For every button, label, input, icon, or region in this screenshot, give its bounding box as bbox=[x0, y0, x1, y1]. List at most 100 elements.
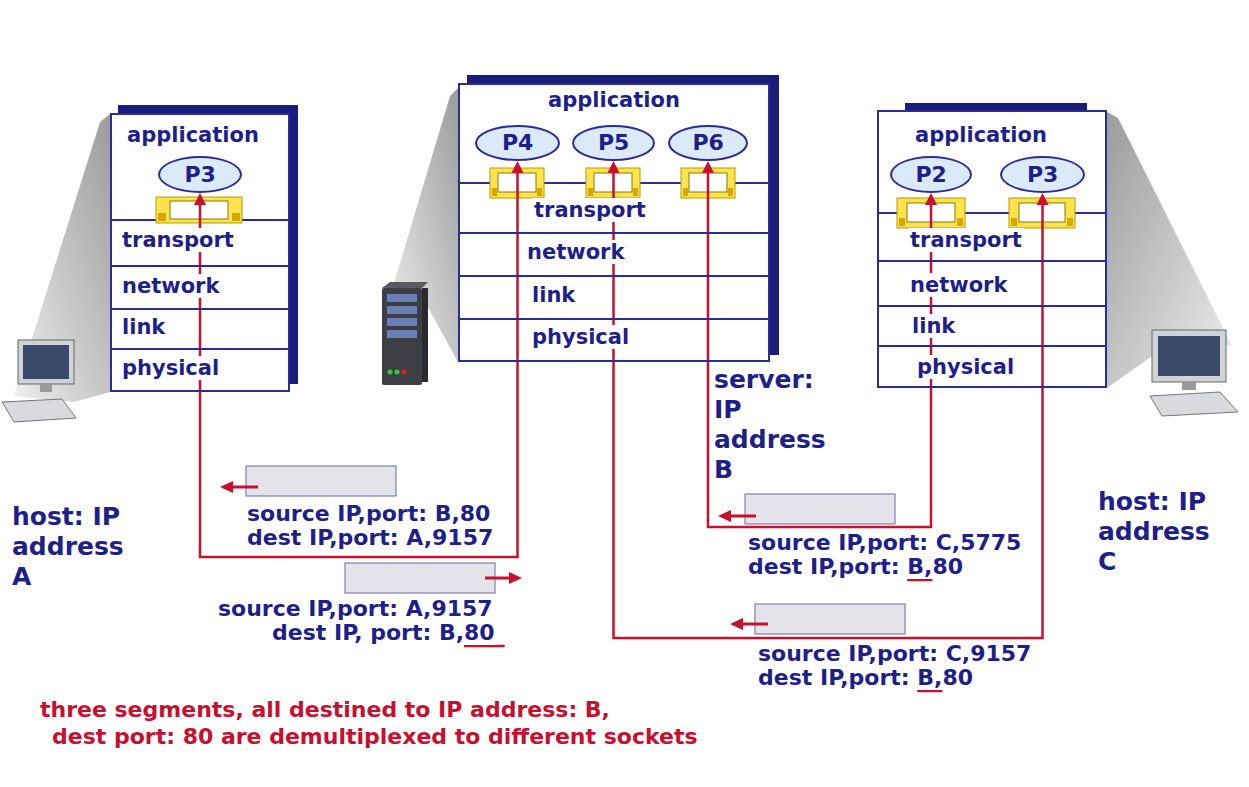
protocol-layer: transport bbox=[110, 220, 290, 267]
layer-name: transport bbox=[908, 228, 1024, 252]
server-top bbox=[382, 282, 428, 288]
server-body bbox=[382, 288, 422, 385]
server-bay bbox=[387, 330, 417, 338]
process-oval: P6 bbox=[668, 125, 748, 161]
arrow-head bbox=[512, 161, 524, 173]
host-address-label: host: IP address C bbox=[1098, 487, 1218, 577]
computer-icon bbox=[2, 340, 76, 422]
segment-box bbox=[745, 494, 895, 524]
process-oval: P5 bbox=[572, 125, 655, 161]
segment-header: source IP,port: B,80 bbox=[247, 502, 490, 526]
protocol-layer: applicationP4 P5 P6 bbox=[458, 83, 770, 183]
server-bay bbox=[387, 294, 417, 302]
protocol-layer: physical bbox=[458, 318, 770, 362]
protocol-layer: link bbox=[110, 308, 290, 350]
process-oval: P3 bbox=[158, 156, 242, 193]
layer-name: application bbox=[913, 123, 1049, 147]
protocol-layer: network bbox=[458, 232, 770, 277]
emphasis-underline bbox=[917, 690, 942, 693]
stack-ground bbox=[877, 110, 1107, 388]
layer-name: link bbox=[910, 314, 957, 338]
demux-connector bbox=[702, 161, 937, 527]
layer-name: network bbox=[120, 274, 221, 298]
layer-name: link bbox=[120, 315, 167, 339]
monitor bbox=[18, 340, 74, 384]
protocol-layer: transport bbox=[877, 213, 1107, 262]
server-bay bbox=[387, 318, 417, 326]
arrow-shaft bbox=[741, 623, 768, 626]
perspective-shade bbox=[14, 114, 110, 402]
arrow-head bbox=[608, 161, 620, 173]
segment-header: dest IP,port: B,80 bbox=[748, 555, 963, 579]
screen bbox=[23, 345, 69, 379]
segment-header: dest IP,port: A,9157 bbox=[247, 526, 493, 550]
process-oval: P4 bbox=[475, 125, 560, 161]
arrow-shaft bbox=[231, 486, 258, 489]
segment-header: source IP,port: C,5775 bbox=[748, 531, 1021, 555]
direction-arrow bbox=[730, 618, 768, 630]
screen bbox=[1158, 336, 1220, 376]
direction-arrow bbox=[718, 510, 756, 522]
layer-name: physical bbox=[120, 356, 221, 380]
process-name: P5 bbox=[598, 131, 629, 155]
socket-pin bbox=[683, 188, 688, 196]
segment-header: source IP,port: A,9157 bbox=[218, 597, 493, 621]
process-name: P2 bbox=[916, 163, 947, 187]
connector-path bbox=[708, 172, 931, 527]
segment-box bbox=[345, 563, 495, 593]
stand bbox=[1182, 382, 1196, 390]
arrow-head bbox=[702, 161, 714, 173]
socket-pin bbox=[1067, 218, 1073, 226]
layer-name: network bbox=[908, 273, 1009, 297]
server-icon bbox=[382, 282, 428, 385]
server-led bbox=[388, 370, 393, 375]
process-name: P3 bbox=[185, 163, 216, 187]
layer-name: physical bbox=[915, 355, 1016, 379]
protocol-layer: transport bbox=[458, 183, 770, 234]
segment-box bbox=[755, 604, 905, 634]
server-side bbox=[422, 288, 428, 382]
socket-pin bbox=[633, 188, 638, 196]
socket-pin bbox=[728, 188, 733, 196]
arrow-head bbox=[730, 618, 743, 630]
protocol-layer: physical bbox=[110, 348, 290, 392]
socket-pin bbox=[588, 188, 593, 196]
computer-icon bbox=[1150, 330, 1238, 416]
host-address-label: host: IP address A bbox=[12, 502, 132, 592]
server-bay bbox=[387, 306, 417, 314]
socket-pin bbox=[537, 188, 542, 196]
summary-note: three segments, all destined to IP addre… bbox=[40, 697, 610, 723]
demux-connector bbox=[194, 161, 524, 557]
arrow-head bbox=[509, 572, 522, 584]
keyboard bbox=[2, 399, 76, 422]
connector-path bbox=[614, 172, 1043, 638]
process-oval: P2 bbox=[890, 156, 972, 193]
server-led bbox=[395, 370, 400, 375]
arrow-shaft bbox=[729, 515, 756, 518]
segment-header: dest IP, port: B,80 bbox=[272, 621, 495, 645]
stand bbox=[40, 384, 52, 392]
summary-note: dest port: 80 are demultiplexed to diffe… bbox=[52, 724, 698, 750]
protocol-layer: applicationP2P3 bbox=[877, 110, 1107, 213]
layer-name: physical bbox=[530, 325, 631, 349]
layer-name: application bbox=[546, 88, 682, 112]
server-led bbox=[402, 370, 407, 375]
protocol-layer: physical bbox=[877, 345, 1107, 388]
process-name: P4 bbox=[502, 131, 533, 155]
process-name: P6 bbox=[693, 131, 724, 155]
emphasis-underline bbox=[464, 645, 505, 648]
direction-arrow bbox=[485, 572, 522, 584]
arrow-head bbox=[718, 510, 731, 522]
protocol-layer: network bbox=[877, 260, 1107, 307]
protocol-layer: link bbox=[877, 305, 1107, 347]
layer-name: link bbox=[530, 283, 577, 307]
arrow-head bbox=[1037, 193, 1049, 205]
socket-pin bbox=[899, 218, 905, 226]
layer-name: network bbox=[525, 240, 626, 264]
perspective-shade bbox=[1107, 112, 1232, 388]
layer-name: transport bbox=[532, 198, 648, 222]
emphasis-underline bbox=[907, 579, 932, 582]
